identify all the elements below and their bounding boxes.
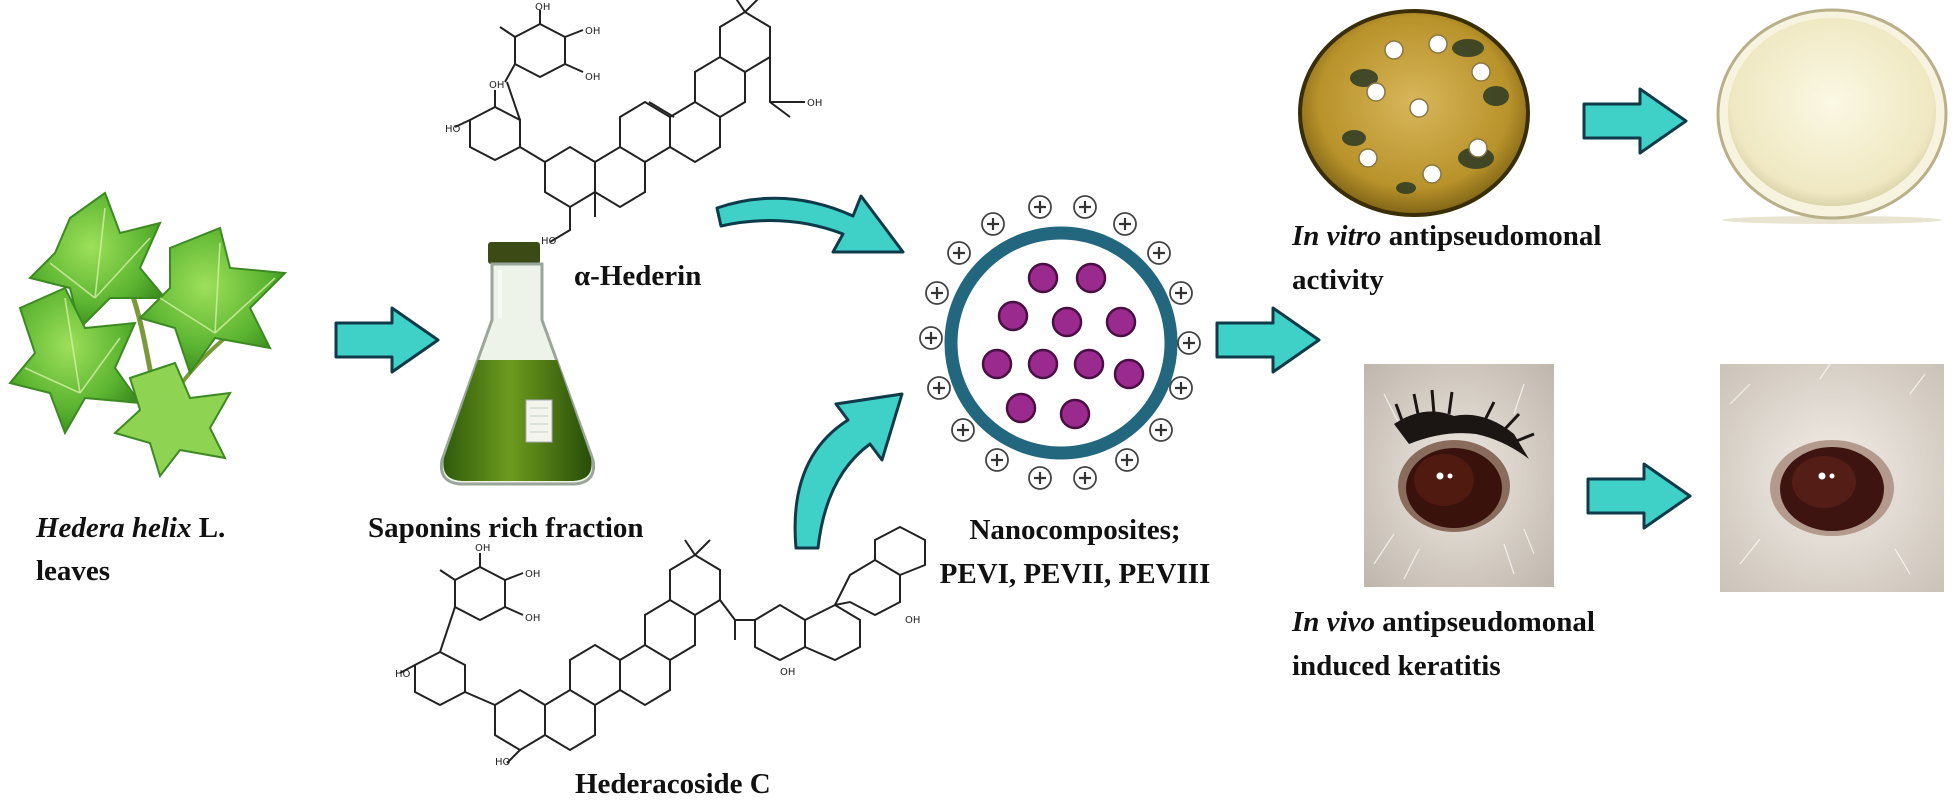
compound-a-label: α-Hederin (574, 260, 702, 292)
curved-arrow-icon (793, 392, 904, 550)
plant-label: Hedera helix L. (36, 512, 226, 544)
nanocomposite-particle-icon (919, 195, 1201, 490)
invivo-label: In vivo antipseudomonal (1292, 606, 1595, 638)
compound-b-label: Hederacoside C (575, 768, 771, 800)
fraction-label: Saponins rich fraction (368, 512, 644, 544)
svg-text:OH: OH (475, 543, 490, 554)
svg-text:OH: OH (535, 2, 550, 13)
petri-dish-icon (1298, 9, 1530, 217)
arrow-right-icon (334, 306, 440, 374)
svg-text:HO: HO (395, 669, 411, 680)
nano-formulas-label: PEVI, PEVII, PEVIII (939, 558, 1211, 590)
svg-text:OH: OH (585, 26, 600, 37)
invitro-line2-label: activity (1292, 264, 1384, 296)
nano-title-label: Nanocomposites; (969, 514, 1181, 546)
svg-text:HO: HO (495, 757, 511, 768)
svg-text:HO: HO (541, 236, 557, 247)
erlenmeyer-flask-icon (439, 242, 596, 486)
arrow-right-icon (1586, 462, 1692, 530)
invivo-line2-label: induced keratitis (1292, 650, 1501, 682)
svg-text:HO: HO (445, 124, 461, 135)
invitro-label: In vitro antipseudomonal (1292, 220, 1602, 252)
rabbit-eye-icon (1364, 364, 1554, 587)
chemical-structure-icon: OH OH OH HO OH OH HO (445, 0, 822, 247)
svg-text:OH: OH (905, 615, 920, 626)
chemical-structure-icon: OH OH OH HO HO OH OH (395, 525, 926, 768)
curved-arrow-icon (715, 194, 905, 254)
svg-text:OH: OH (780, 667, 795, 678)
ivy-leaf-icon (8, 191, 288, 479)
svg-text:OH: OH (489, 80, 504, 91)
svg-text:OH: OH (525, 613, 540, 624)
svg-text:OH: OH (525, 569, 540, 580)
petri-dish-icon (1716, 8, 1948, 224)
plant-part-label: leaves (36, 555, 111, 587)
arrow-right-icon (1215, 306, 1321, 374)
rabbit-eye-icon (1720, 364, 1944, 592)
svg-text:OH: OH (585, 72, 600, 83)
arrow-right-icon (1582, 87, 1688, 155)
svg-text:OH: OH (807, 98, 822, 109)
